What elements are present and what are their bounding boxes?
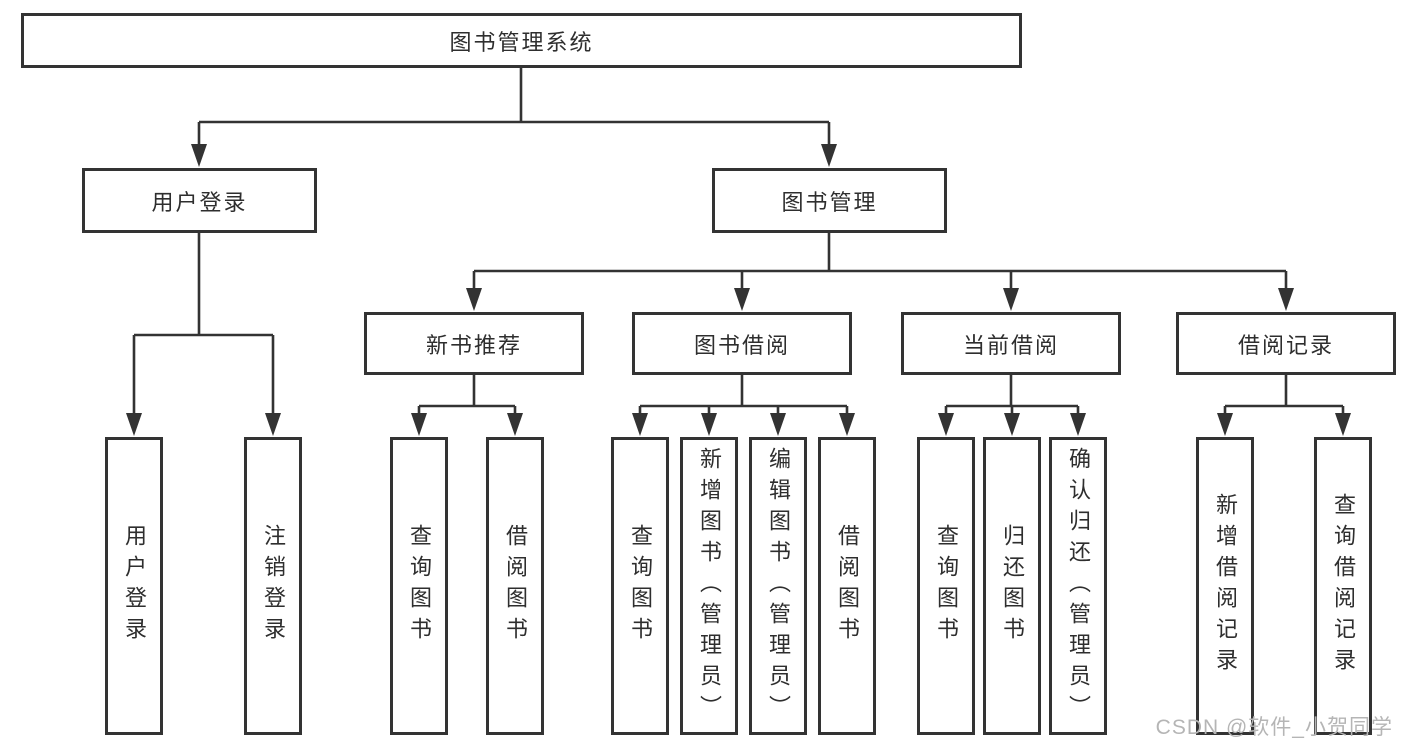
- node-label: 查询图书: [407, 524, 432, 648]
- node-current-borrowing: 当前借阅: [901, 312, 1121, 375]
- arrow-down-icon: [938, 413, 954, 436]
- node-label: 确认归还（管理员）: [1066, 446, 1091, 726]
- node-leaf-user-login: 用户登录: [105, 437, 163, 735]
- connector-root-to-level2: [191, 68, 837, 167]
- node-leaf-query-book-1: 查询图书: [390, 437, 448, 735]
- node-label: 借阅记录: [1237, 332, 1334, 358]
- node-label: 图书管理: [781, 189, 878, 215]
- node-label: 图书管理系统: [449, 29, 594, 55]
- node-label: 注销登录: [261, 524, 286, 648]
- arrow-down-icon: [507, 413, 523, 436]
- node-book-borrowing: 图书借阅: [632, 312, 852, 375]
- arrow-down-icon: [1070, 413, 1086, 436]
- node-label: 新增图书（管理员）: [697, 446, 722, 726]
- arrow-down-icon: [1217, 413, 1233, 436]
- arrow-down-icon: [265, 413, 281, 436]
- arrow-down-icon: [1335, 413, 1351, 436]
- arrow-down-icon: [1004, 413, 1020, 436]
- connector-book-management-branch: [466, 233, 1294, 311]
- arrow-down-icon: [770, 413, 786, 436]
- node-leaf-edit-book-admin: 编辑图书（管理员）: [749, 437, 807, 735]
- connector-borrow-record-group: [1217, 375, 1351, 436]
- node-new-book-recommend: 新书推荐: [364, 312, 584, 375]
- arrow-down-icon: [821, 144, 837, 167]
- node-leaf-borrow-book-2: 借阅图书: [818, 437, 876, 735]
- node-leaf-borrow-book-1: 借阅图书: [486, 437, 544, 735]
- node-label: 用户登录: [151, 189, 248, 215]
- arrow-down-icon: [1278, 288, 1294, 311]
- arrow-down-icon: [839, 413, 855, 436]
- connector-current-borrow-group: [938, 375, 1086, 436]
- connector-user-login-branch: [126, 233, 281, 436]
- arrow-down-icon: [734, 288, 750, 311]
- connector-book-borrow-group: [632, 375, 855, 436]
- node-label: 借阅图书: [503, 524, 528, 648]
- node-borrowing-records: 借阅记录: [1176, 312, 1396, 375]
- node-leaf-return-book: 归还图书: [983, 437, 1041, 735]
- node-label: 当前借阅: [962, 332, 1059, 358]
- node-book-management-branch: 图书管理: [712, 168, 947, 233]
- node-label: 借阅图书: [835, 524, 860, 648]
- arrow-down-icon: [1003, 288, 1019, 311]
- node-user-login-branch: 用户登录: [82, 168, 317, 233]
- arrow-down-icon: [411, 413, 427, 436]
- node-label: 归还图书: [1000, 524, 1025, 648]
- arrow-down-icon: [632, 413, 648, 436]
- node-leaf-confirm-return-admin: 确认归还（管理员）: [1049, 437, 1107, 735]
- node-label: 查询图书: [628, 524, 653, 648]
- node-leaf-add-borrow-record: 新增借阅记录: [1196, 437, 1254, 735]
- node-leaf-query-book-3: 查询图书: [917, 437, 975, 735]
- node-label: 编辑图书（管理员）: [766, 446, 791, 726]
- node-leaf-query-book-2: 查询图书: [611, 437, 669, 735]
- node-label: 查询借阅记录: [1331, 493, 1356, 679]
- node-label: 用户登录: [122, 524, 147, 648]
- node-label: 新增借阅记录: [1213, 493, 1238, 679]
- connector-new-book-group: [411, 375, 523, 436]
- arrow-down-icon: [126, 413, 142, 436]
- node-leaf-query-borrow-record: 查询借阅记录: [1314, 437, 1372, 735]
- node-leaf-add-book-admin: 新增图书（管理员）: [680, 437, 738, 735]
- node-leaf-logout: 注销登录: [244, 437, 302, 735]
- arrow-down-icon: [701, 413, 717, 436]
- arrow-down-icon: [191, 144, 207, 167]
- node-root-system: 图书管理系统: [21, 13, 1022, 68]
- node-label: 图书借阅: [693, 332, 790, 358]
- watermark-text: CSDN @软件_小贺同学: [1155, 716, 1393, 739]
- node-label: 新书推荐: [425, 332, 522, 358]
- arrow-down-icon: [466, 288, 482, 311]
- node-label: 查询图书: [934, 524, 959, 648]
